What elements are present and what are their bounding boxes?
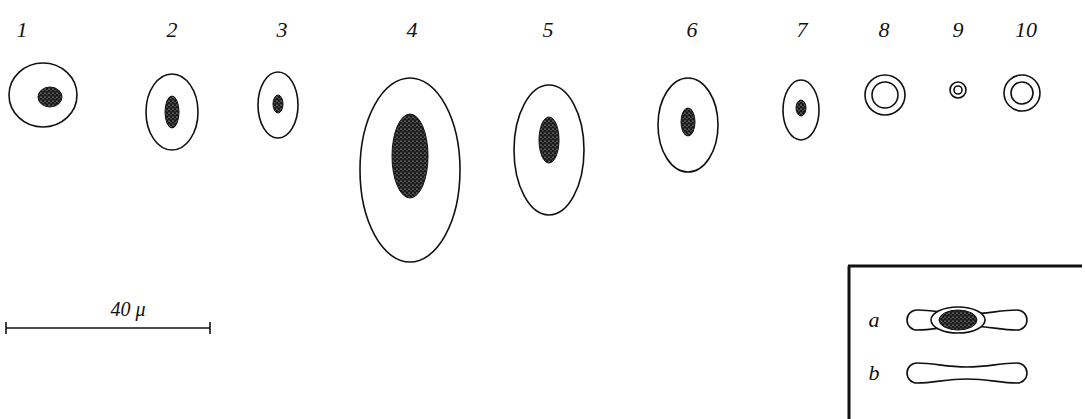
cell-profile (907, 363, 1027, 383)
cell-nucleus (273, 95, 283, 113)
cell-number: 2 (167, 19, 178, 41)
cell-nucleus (796, 100, 806, 116)
cell-nucleus (539, 117, 559, 163)
cell-nucleus (681, 108, 695, 136)
cell-nucleus (38, 87, 62, 107)
cell-outline (783, 80, 819, 140)
cell-center (954, 86, 962, 94)
inset-letter: a (869, 309, 880, 331)
cell-number: 7 (797, 19, 808, 41)
cell-outline (146, 74, 198, 150)
cell-outline (360, 78, 460, 262)
cell-profile-bulge (931, 307, 985, 333)
inset-frame (848, 266, 1082, 419)
cell-outline (1004, 75, 1040, 111)
cell-outline (865, 75, 905, 115)
inset-letter: b (869, 362, 880, 384)
cell-number: 8 (879, 19, 890, 41)
cell-number: 4 (407, 19, 418, 41)
cell-number: 1 (17, 19, 28, 41)
cell-number: 9 (953, 19, 964, 41)
cell-center (872, 82, 898, 108)
cell-number: 5 (543, 19, 554, 41)
cell-outline (514, 85, 584, 215)
cell-outline (658, 78, 718, 172)
cell-nucleus (165, 96, 179, 128)
cell-nucleus (939, 310, 977, 330)
cell-outline (9, 63, 77, 127)
cell-outline (950, 82, 966, 98)
cell-number: 10 (1015, 19, 1037, 41)
cell-center (1011, 82, 1033, 104)
cell-number: 6 (687, 19, 698, 41)
cell-nucleus (392, 114, 428, 198)
cell-outline (258, 72, 298, 138)
scale-bar (6, 322, 210, 334)
scale-label: 40 μ (110, 299, 145, 319)
cell-profile (907, 310, 1027, 330)
cell-number: 3 (277, 19, 288, 41)
